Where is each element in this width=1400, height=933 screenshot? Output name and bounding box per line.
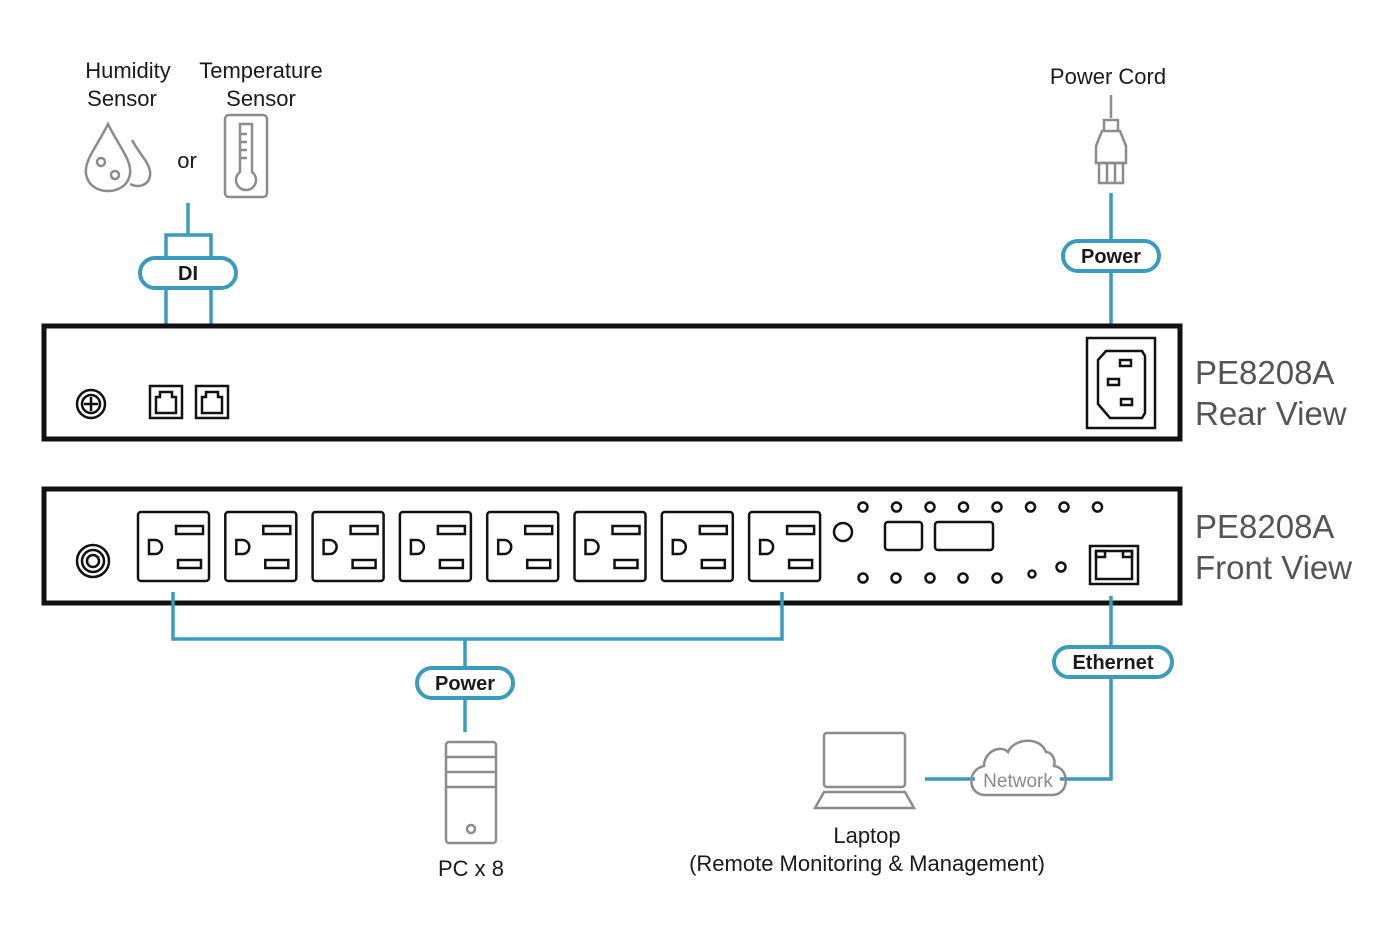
di-port-1[interactable] [148,384,184,420]
status-led [857,572,869,584]
rear-view-label: Rear View [1195,395,1347,432]
ac-outlet-6[interactable] [573,510,647,583]
ground-screw-icon [75,388,107,420]
status-led [857,501,869,513]
outlet-row [136,510,822,583]
power-inlet[interactable] [1085,336,1157,430]
reset-button[interactable] [832,521,854,543]
power-front-label: Power [435,673,495,695]
power-front-connection: Power [171,592,784,732]
laptop-label-line1: Laptop [833,823,900,848]
ac-outlet-2[interactable] [224,510,298,583]
humidity-label-line1: Humidity [85,58,171,83]
or-label: or [177,148,197,173]
rear-view-device [41,323,1183,442]
display-small [883,520,924,552]
ac-outlet-5[interactable] [485,510,560,583]
status-led [924,501,936,513]
pc-label: PC x 8 [438,856,504,881]
front-view-device [41,486,1183,606]
front-view-label: Front View [1195,549,1352,586]
power-cord: Power Cord Power [1050,64,1166,340]
ac-outlet-3[interactable] [311,510,385,583]
temperature-label-line2: Sensor [226,86,296,111]
power-front-pill [415,666,515,700]
ac-outlet-7[interactable] [660,510,735,583]
led-row-bottom [857,561,1067,584]
power-cord-label: Power Cord [1050,64,1166,89]
status-led [957,501,970,513]
status-led [991,501,1003,513]
temperature-sensor: Temperature Sensor [199,58,323,199]
power-rear-label: Power [1081,246,1141,268]
status-led [1024,501,1037,513]
power-rear-pill [1061,239,1161,273]
network-cloud-icon: Network [970,739,1067,797]
ac-outlet-1[interactable] [136,510,211,583]
rj45-ethernet-port[interactable] [1088,544,1140,586]
network-label: Network [983,771,1053,792]
display-large [933,520,995,552]
ethernet-pill [1052,645,1174,679]
status-led [991,572,1003,584]
laptop-icon [812,731,917,810]
status-led [1091,501,1104,513]
pc-tower-icon [444,740,498,845]
humidity-label-line2: Sensor [87,86,157,111]
ground-screw-icon [75,543,111,579]
di-port-2[interactable] [194,384,230,420]
rear-model-label: PE8208A [1195,354,1334,391]
status-led [924,572,936,584]
di-label: DI [178,263,198,285]
laptop-label-line2: (Remote Monitoring & Management) [689,851,1045,876]
ethernet-label: Ethernet [1072,652,1153,674]
ac-outlet-8[interactable] [747,510,822,583]
water-drops-icon [84,121,152,193]
status-led [1027,569,1037,579]
status-led [957,572,969,584]
ethernet-connection: Ethernet [925,596,1174,781]
di-pill [138,256,238,290]
status-led [890,572,902,584]
humidity-sensor: Humidity Sensor [84,58,171,193]
front-model-label: PE8208A [1195,508,1334,545]
thermometer-icon [223,113,269,199]
status-led [1058,501,1070,513]
di-connection: DI [138,203,238,378]
status-led [1055,561,1067,573]
led-row-top [857,501,1104,513]
power-plug-icon [1094,95,1128,185]
temperature-label-line1: Temperature [199,58,323,83]
ac-outlet-4[interactable] [398,510,473,583]
status-led [890,501,903,513]
